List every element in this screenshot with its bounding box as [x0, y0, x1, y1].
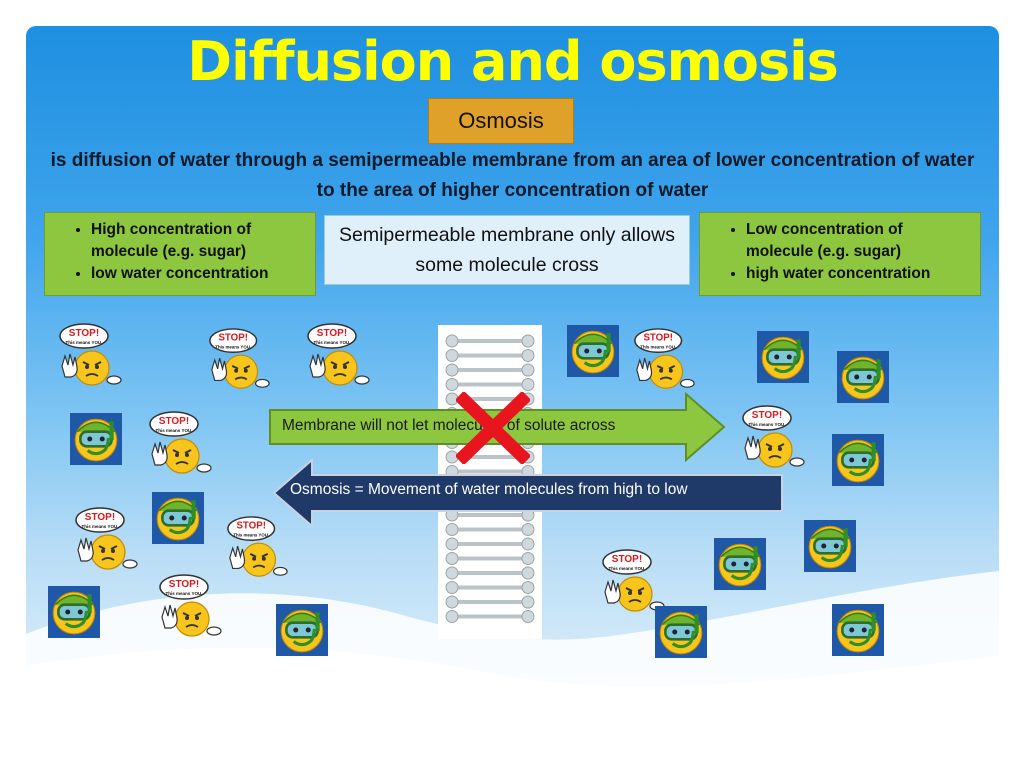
slide-title: Diffusion and osmosis [187, 30, 839, 93]
svg-text:STOP!: STOP! [85, 512, 115, 523]
snorkel-face-icon [655, 606, 707, 663]
stop-sign-face-icon: STOP! This means YOU. [156, 573, 226, 648]
left-box-item: High concentration of molecule (e.g. sug… [91, 219, 307, 263]
stop-sign-face-icon: STOP! This means YOU. [739, 404, 809, 479]
right-box-item: high water concentration [746, 263, 972, 285]
snorkel-face-icon [70, 413, 122, 470]
red-x-icon [456, 392, 530, 464]
snorkel-face-icon [757, 331, 809, 388]
svg-text:STOP!: STOP! [317, 328, 347, 339]
osmosis-definition: is diffusion of water through a semiperm… [50, 150, 975, 201]
svg-text:This means YOU.: This means YOU. [166, 591, 203, 596]
snorkel-face-icon [837, 351, 889, 408]
svg-text:STOP!: STOP! [69, 328, 99, 339]
stop-sign-face-icon: STOP! This means YOU. [206, 327, 274, 400]
svg-text:This means YOU.: This means YOU. [215, 344, 251, 349]
svg-text:STOP!: STOP! [218, 333, 247, 344]
svg-text:This means YOU.: This means YOU. [609, 566, 646, 571]
snorkel-face-icon [276, 604, 328, 661]
snorkel-face-icon [48, 586, 100, 643]
right-concentration-box: Low concentration of molecule (e.g. suga… [699, 212, 981, 296]
svg-text:STOP!: STOP! [159, 416, 189, 427]
svg-text:This means YOU.: This means YOU. [66, 340, 103, 345]
snorkel-face-icon [804, 520, 856, 577]
svg-text:This means YOU.: This means YOU. [314, 340, 351, 345]
membrane-note: Semipermeable membrane only allows some … [324, 215, 690, 285]
svg-text:STOP!: STOP! [643, 333, 672, 344]
slide: Diffusion and osmosis Osmosis is diffusi… [26, 26, 999, 726]
stop-sign-face-icon: STOP! This means YOU. [56, 322, 126, 397]
svg-text:STOP!: STOP! [236, 521, 265, 532]
svg-text:STOP!: STOP! [752, 410, 782, 421]
osmosis-term-label: Osmosis [428, 98, 574, 144]
left-box-item: low water concentration [91, 263, 307, 285]
svg-text:STOP!: STOP! [169, 579, 199, 590]
stop-sign-face-icon: STOP! This means YOU. [146, 410, 216, 485]
background-waves [26, 571, 999, 726]
left-concentration-box: High concentration of molecule (e.g. sug… [44, 212, 316, 296]
svg-text:STOP!: STOP! [612, 554, 642, 565]
solute-arrow-text: Membrane will not let molecules of solut… [282, 417, 616, 434]
svg-text:This means YOU.: This means YOU. [749, 422, 786, 427]
right-box-item: Low concentration of molecule (e.g. suga… [746, 219, 972, 263]
stop-sign-face-icon: STOP! This means YOU. [72, 506, 142, 581]
svg-text:This means YOU.: This means YOU. [156, 428, 193, 433]
svg-text:This means YOU.: This means YOU. [640, 344, 676, 349]
stop-sign-face-icon: STOP! This means YOU. [224, 515, 292, 588]
svg-text:This means YOU.: This means YOU. [233, 532, 269, 537]
water-arrow [272, 458, 783, 528]
snorkel-face-icon [714, 538, 766, 595]
water-arrow-text: Osmosis = Movement of water molecules fr… [290, 481, 688, 498]
stop-sign-face-icon: STOP! This means YOU. [631, 327, 699, 400]
stop-sign-face-icon: STOP! This means YOU. [304, 322, 374, 397]
snorkel-face-icon [567, 325, 619, 382]
svg-text:This means YOU.: This means YOU. [82, 524, 119, 529]
stop-sign-face-icon: STOP! This means YOU. [599, 548, 669, 623]
snorkel-face-icon [832, 434, 884, 491]
snorkel-face-icon [152, 492, 204, 549]
snorkel-face-icon [832, 604, 884, 661]
